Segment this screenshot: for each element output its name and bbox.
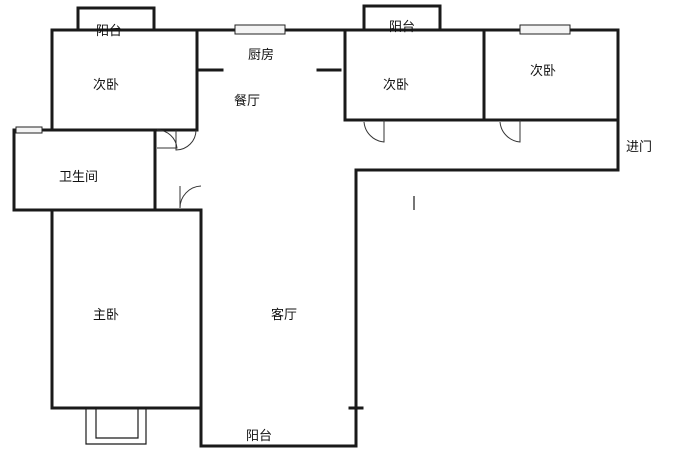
door-bedroom-right: [499, 120, 521, 143]
bathroom-label: 卫生间: [59, 170, 99, 185]
master-bedroom-wall: [50, 208, 358, 448]
kitchen-window: [234, 24, 286, 35]
balcony-bay-wall: [85, 408, 147, 445]
balcony-bottom-label: 阳台: [246, 429, 273, 444]
bedroom-top-left-label: 次卧: [93, 78, 120, 93]
bedroom-top-left-wall: [50, 28, 199, 132]
kitchen-label: 厨房: [248, 48, 275, 63]
bedroom-right-window: [519, 24, 571, 35]
door-bathroom-top: [175, 129, 197, 151]
bedroom-right-label: 次卧: [530, 64, 557, 79]
bedroom-mid-label: 次卧: [383, 78, 410, 93]
door-master-bedroom: [179, 185, 202, 209]
entrance-wall: [354, 118, 620, 448]
balcony-top-left-wall: [76, 6, 156, 32]
balcony-top-mid-label: 阳台: [389, 20, 416, 35]
balcony-top-mid-wall: [362, 4, 442, 32]
living-room-label: 客厅: [271, 308, 298, 323]
door-bathroom-side: [156, 129, 178, 149]
door-bedroom-mid: [363, 120, 385, 143]
bathroom-window: [15, 126, 43, 134]
entrance-label: 进门: [626, 140, 653, 155]
bathroom-wall: [12, 128, 199, 212]
balcony-top-left-label: 阳台: [96, 24, 123, 39]
master-bedroom-label: 主卧: [93, 308, 120, 323]
dining-label: 餐厅: [234, 94, 261, 109]
